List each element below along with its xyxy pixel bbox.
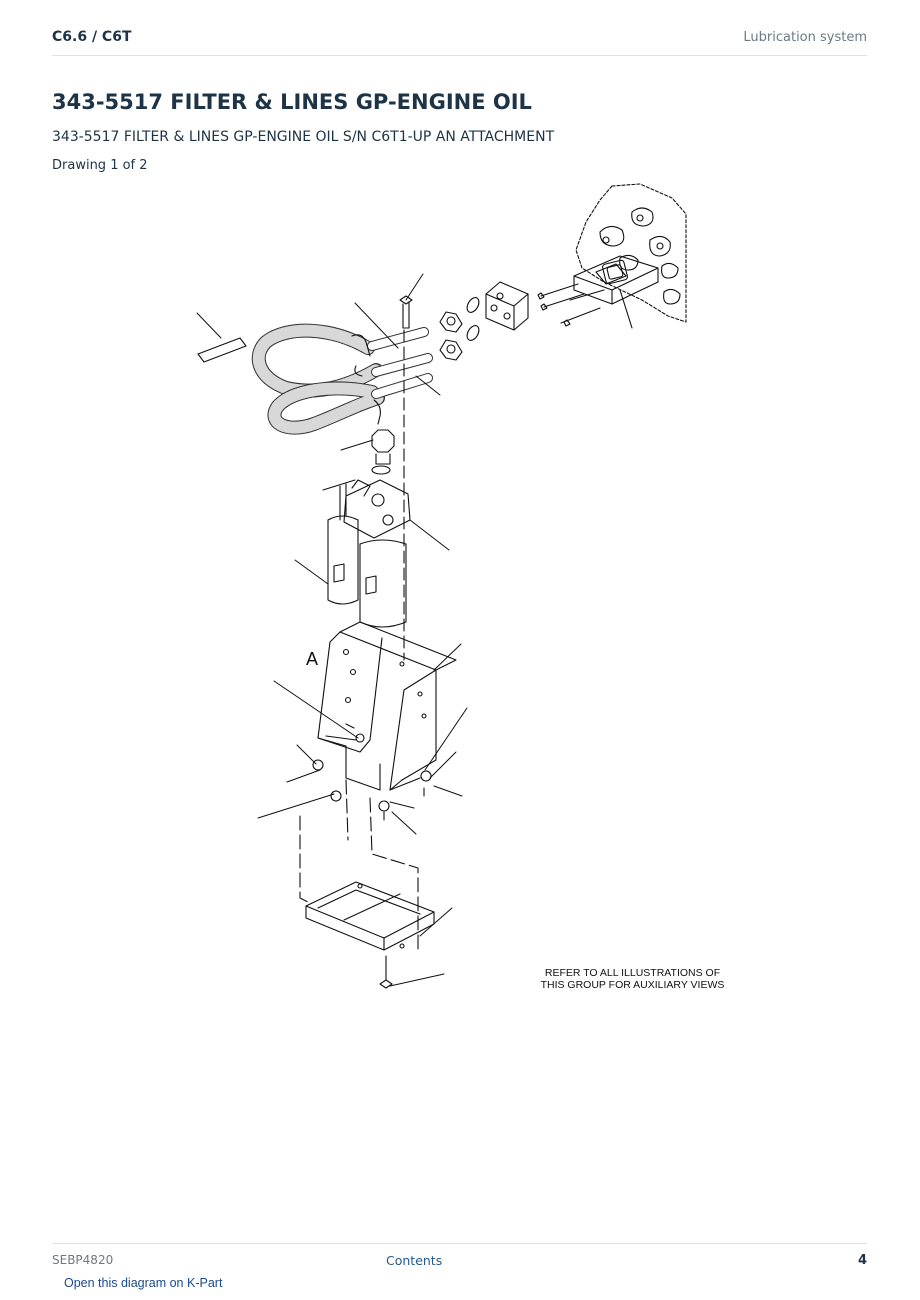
drain-fastener	[379, 955, 393, 989]
center-fitting	[371, 429, 395, 475]
engine-adapter-parts	[537, 255, 659, 329]
engine-block-outline	[575, 183, 687, 323]
page-title: 343-5517 FILTER & LINES GP-ENGINE OIL	[52, 90, 532, 114]
document-id: SEBP4820	[52, 1253, 114, 1267]
contents-link[interactable]: Contents	[386, 1253, 443, 1268]
bracket-mount-hardware	[312, 733, 432, 821]
drip-tray	[305, 881, 435, 951]
filter-mounting-bracket	[317, 621, 457, 791]
note-line-1: REFER TO ALL ILLUSTRATIONS OF	[544, 967, 721, 979]
parts-diagram: A	[196, 183, 687, 989]
flange-block	[485, 281, 529, 331]
section-label: Lubrication system	[743, 30, 867, 45]
view-label: A	[306, 649, 318, 669]
top-bolt	[399, 295, 413, 329]
auxiliary-views-note: REFER TO ALL ILLUSTRATIONS OF THIS GROUP…	[530, 967, 735, 991]
callout-leaders	[196, 273, 468, 987]
drawing-number: Drawing 1 of 2	[52, 158, 148, 173]
model-label: C6.6 / C6T	[52, 29, 132, 45]
identification-tag	[197, 337, 247, 363]
oil-filter-assembly	[327, 479, 411, 628]
page-header: C6.6 / C6T Lubrication system	[52, 28, 867, 56]
page-number: 4	[857, 1253, 867, 1268]
seal-rings	[439, 297, 480, 361]
note-line-2: THIS GROUP FOR AUXILIARY VIEWS	[540, 979, 725, 991]
tray-guide-lines	[299, 779, 419, 951]
oil-hoses	[251, 323, 433, 435]
kpart-diagram-link[interactable]: Open this diagram on K-Part	[64, 1276, 223, 1290]
page-footer: SEBP4820 Contents 4	[52, 1243, 867, 1274]
page-subtitle: 343-5517 FILTER & LINES GP-ENGINE OIL S/…	[52, 129, 555, 145]
